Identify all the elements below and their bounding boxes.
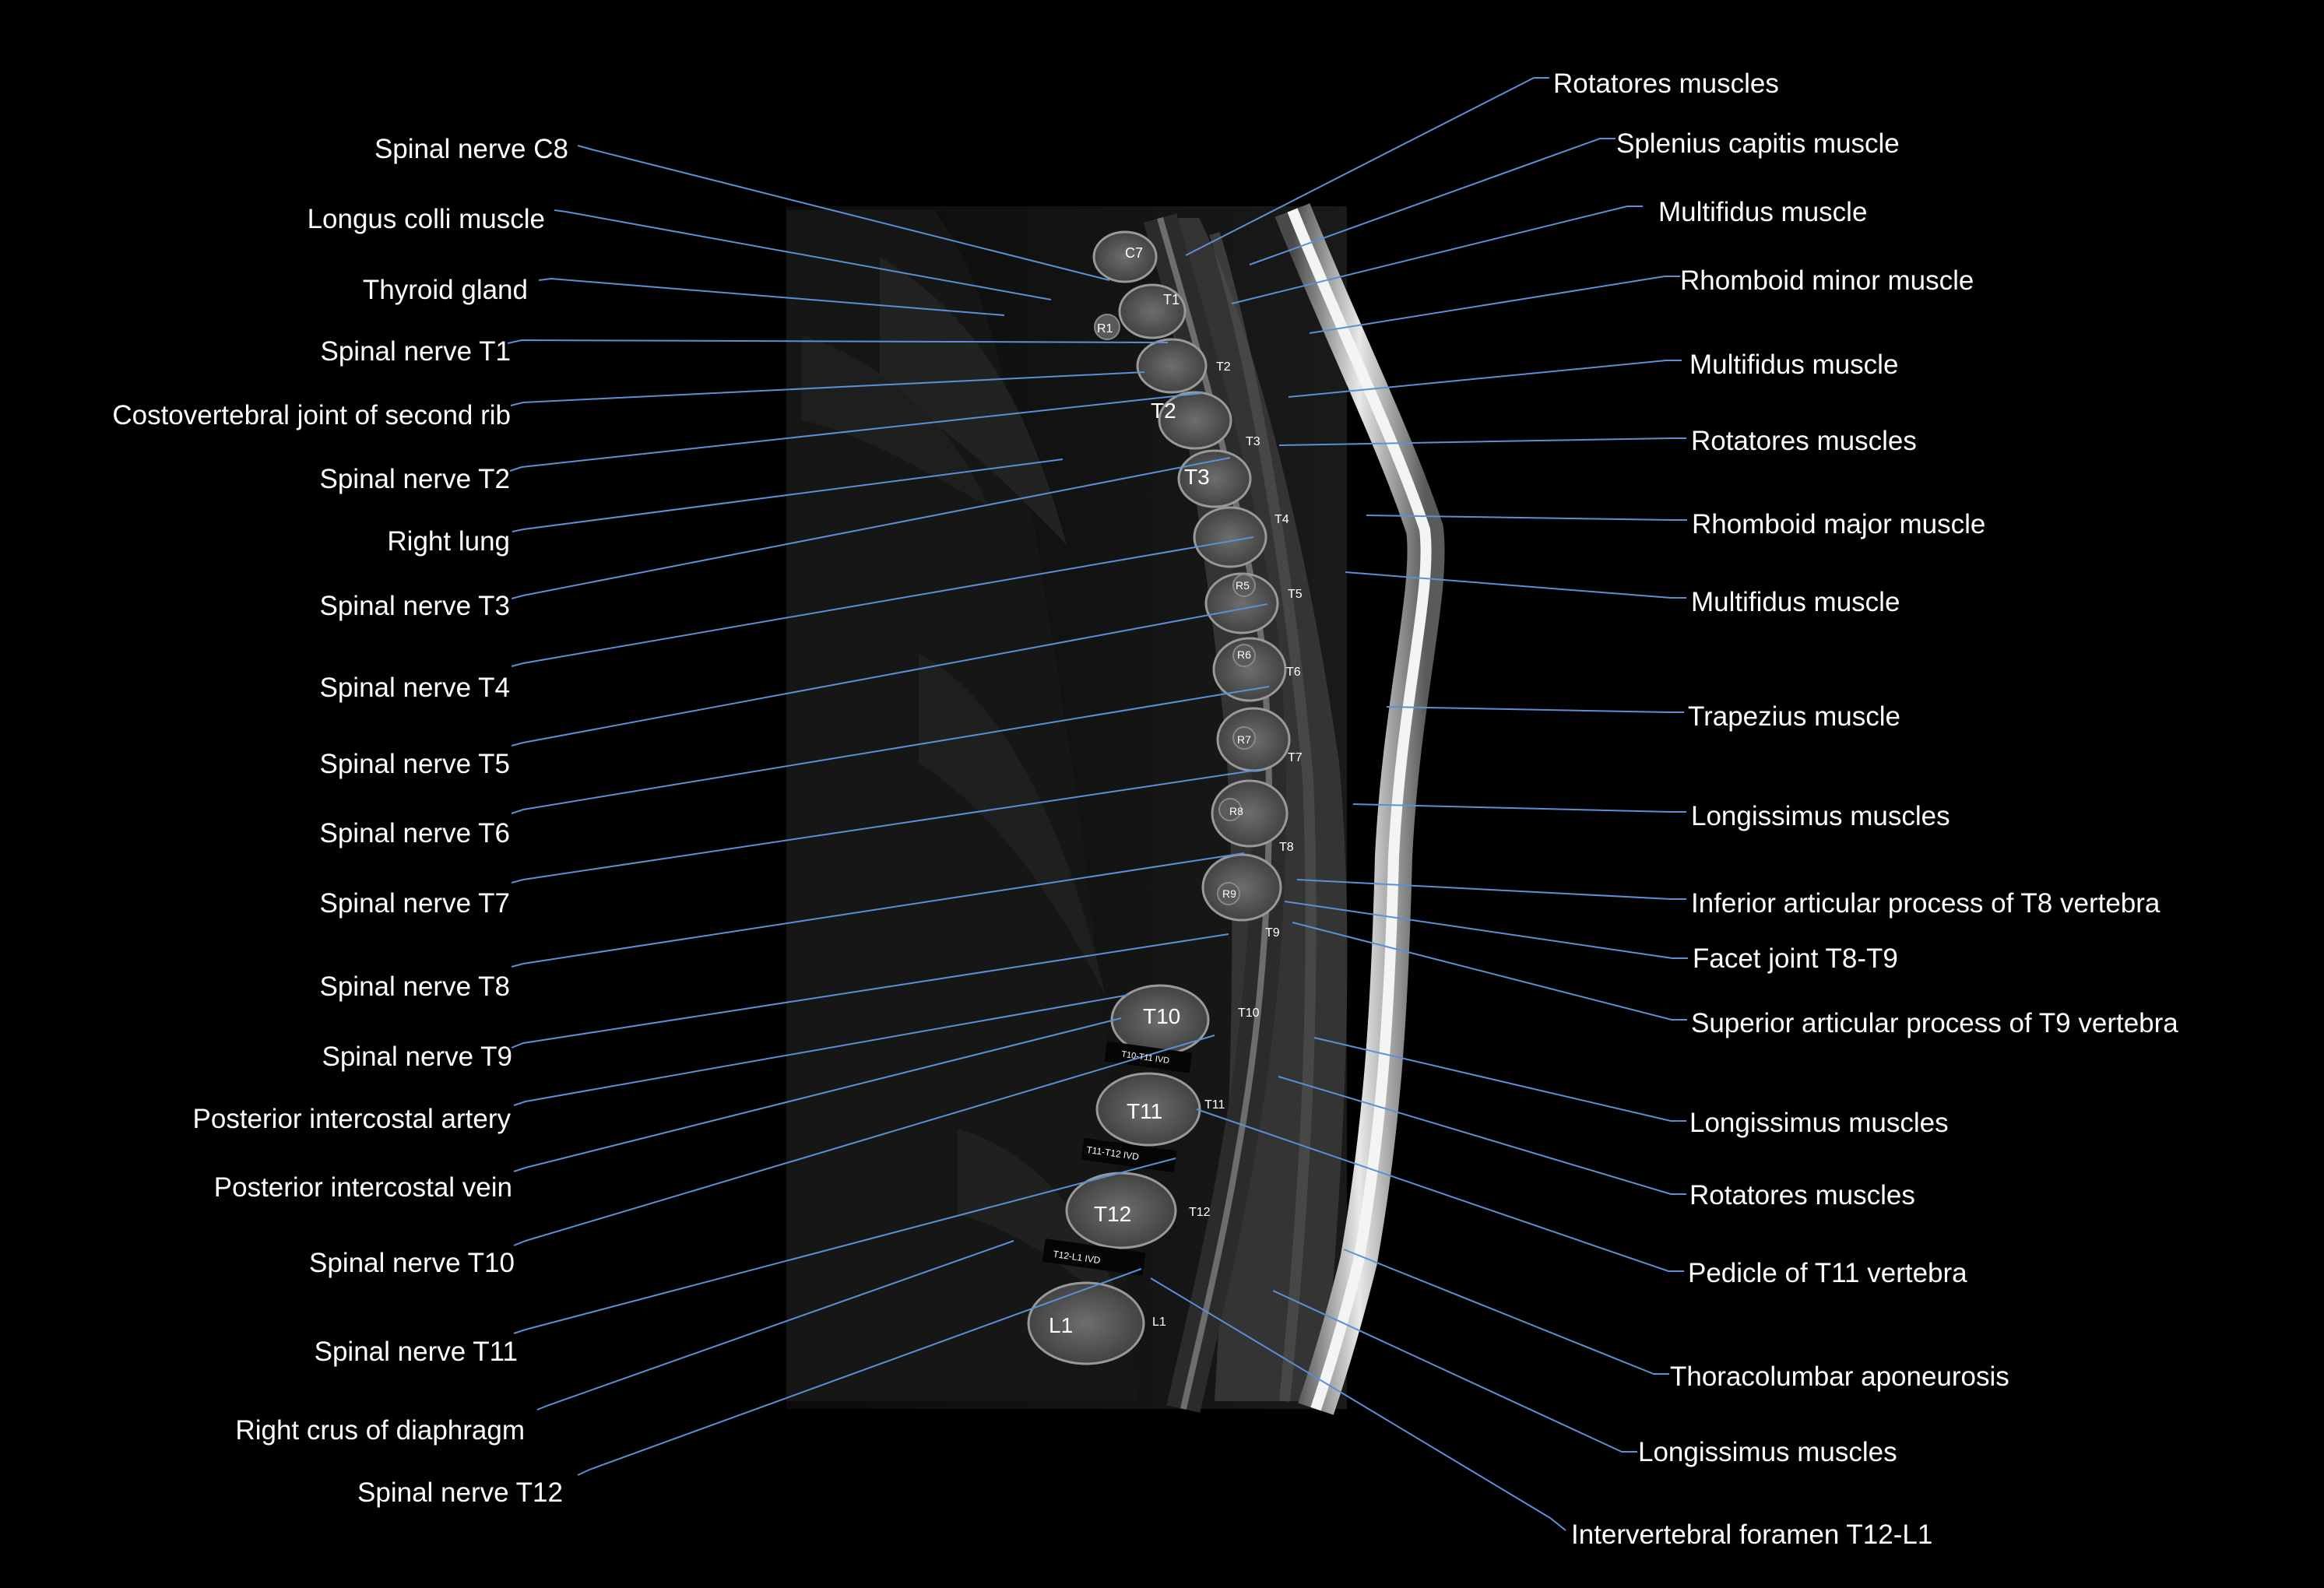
label-spinal-nerve-t12: Spinal nerve T12 (357, 1477, 563, 1508)
label-rhomboid-major-muscle: Rhomboid major muscle (1692, 509, 1985, 539)
vertebra-label: T3 (1246, 435, 1260, 448)
vertebra-label: T4 (1275, 513, 1289, 526)
label-facet-joint-t8-t9: Facet joint T8-T9 (1693, 943, 1898, 974)
label-spinal-nerve-c8: Spinal nerve C8 (374, 134, 568, 164)
label-rotatores-muscles: Rotatores muscles (1691, 426, 1917, 456)
label-rotatores-muscles: Rotatores muscles (1553, 69, 1779, 99)
vertebra-label: R5 (1236, 579, 1250, 592)
label-posterior-intercostal-vein: Posterior intercostal vein (214, 1172, 512, 1203)
vertebra-label: T6 (1286, 666, 1301, 679)
label-spinal-nerve-t1: Spinal nerve T1 (320, 336, 511, 367)
vertebra-label: T7 (1288, 751, 1303, 764)
label-costovertebral-joint: Costovertebral joint of second rib (112, 400, 511, 430)
label-superior-articular-process-t9: Superior articular process of T9 vertebr… (1691, 1008, 2178, 1038)
label-spinal-nerve-t8: Spinal nerve T8 (319, 971, 510, 1002)
vertebra-label: T3 (1184, 465, 1210, 489)
vertebra-label: R1 (1097, 322, 1113, 336)
label-spinal-nerve-t11: Spinal nerve T11 (315, 1337, 518, 1367)
label-splenius-capitis-muscle: Splenius capitis muscle (1616, 128, 1900, 159)
label-trapezius-muscle: Trapezius muscle (1688, 701, 1900, 732)
label-spinal-nerve-t6: Spinal nerve T6 (319, 818, 510, 848)
vertebra-labels: C7 T1 R1 T2 T2 T3 T3 T4 R5 T5 R6 T6 R7 T… (1049, 245, 1303, 1337)
vertebra-label: R7 (1237, 733, 1251, 746)
label-longissimus-muscles: Longissimus muscles (1638, 1437, 1897, 1467)
label-thyroid-gland: Thyroid gland (363, 275, 528, 305)
label-multifidus-muscle: Multifidus muscle (1691, 587, 1900, 617)
label-pedicle-of-t11-vertebra: Pedicle of T11 vertebra (1688, 1258, 1967, 1288)
vertebra-label: T8 (1279, 841, 1294, 854)
mri-image (786, 203, 1445, 1415)
vertebra-label: T1 (1163, 292, 1180, 307)
vertebra-label: T9 (1265, 926, 1280, 940)
label-rhomboid-minor-muscle: Rhomboid minor muscle (1680, 265, 1974, 296)
label-right-lung: Right lung (387, 526, 510, 557)
leader-lines (507, 77, 1688, 1531)
label-spinal-nerve-t5: Spinal nerve T5 (319, 749, 510, 779)
left-labels: Spinal nerve C8 Longus colli muscle Thyr… (112, 134, 568, 1508)
vertebra-label: L1 (1152, 1316, 1166, 1329)
label-spinal-nerve-t10: Spinal nerve T10 (309, 1248, 515, 1278)
vertebra-label: T10 (1143, 1004, 1180, 1028)
label-multifidus-muscle: Multifidus muscle (1658, 197, 1867, 227)
label-posterior-intercostal-artery: Posterior intercostal artery (193, 1104, 512, 1134)
label-thoracolumbar-aponeurosis: Thoracolumbar aponeurosis (1670, 1361, 2009, 1392)
vertebra-label: T12 (1094, 1202, 1131, 1226)
vertebra-label: R8 (1229, 805, 1243, 817)
label-longus-colli-muscle: Longus colli muscle (308, 204, 545, 234)
vertebra-label: R6 (1237, 648, 1251, 661)
label-intervertebral-foramen-t12-l1: Intervertebral foramen T12-L1 (1571, 1519, 1932, 1550)
right-labels: Rotatores muscles Splenius capitis muscl… (1553, 69, 2178, 1550)
vertebra-label: T11 (1127, 1099, 1162, 1123)
label-multifidus-muscle: Multifidus muscle (1689, 350, 1898, 380)
label-right-crus-of-diaphragm: Right crus of diaphragm (235, 1415, 525, 1446)
vertebra-label: L1 (1049, 1313, 1073, 1337)
vertebra-label: T2 (1151, 399, 1176, 423)
vertebra-label: T11 (1204, 1098, 1225, 1112)
label-spinal-nerve-t3: Spinal nerve T3 (319, 591, 510, 621)
vertebra-label: R9 (1222, 887, 1236, 900)
label-rotatores-muscles: Rotatores muscles (1689, 1180, 1915, 1210)
vertebra-label: T5 (1288, 588, 1303, 601)
label-spinal-nerve-t4: Spinal nerve T4 (319, 673, 510, 703)
vertebra-label: C7 (1125, 245, 1143, 261)
label-longissimus-muscles: Longissimus muscles (1691, 801, 1950, 831)
label-spinal-nerve-t2: Spinal nerve T2 (319, 464, 510, 494)
vertebra-label: T12 (1189, 1206, 1211, 1219)
vertebra-label: T2 (1216, 360, 1231, 374)
label-longissimus-muscles: Longissimus muscles (1689, 1108, 1949, 1138)
label-spinal-nerve-t7: Spinal nerve T7 (319, 888, 510, 919)
label-inferior-articular-process-t8: Inferior articular process of T8 vertebr… (1691, 888, 2161, 919)
label-spinal-nerve-t9: Spinal nerve T9 (322, 1042, 512, 1072)
vertebra-label: T10 (1238, 1007, 1260, 1020)
